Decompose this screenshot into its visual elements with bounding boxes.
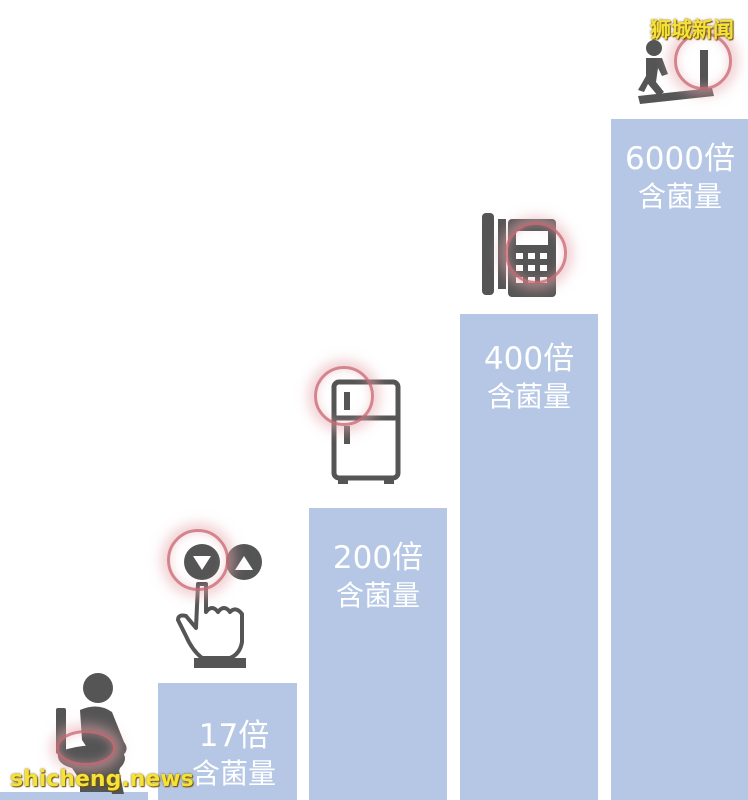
- bar-unit-label: 含菌量: [486, 380, 571, 414]
- highlight-circle-elevator-button: [167, 529, 229, 591]
- bar-treadmill: [611, 119, 748, 800]
- bar-elevator-button: [158, 683, 297, 800]
- bar-label-treadmill: 6000倍 含菌量: [610, 139, 748, 216]
- bar-value-label: 400倍: [483, 341, 575, 377]
- bar-telephone: [460, 314, 598, 800]
- highlight-circle-refrigerator: [314, 366, 374, 426]
- highlight-circle-treadmill: [674, 32, 732, 90]
- bar-unit-label: 含菌量: [637, 180, 722, 214]
- bar-refrigerator: [309, 508, 447, 800]
- bar-toilet: [0, 792, 148, 800]
- bar-unit-label: 含菌量: [191, 757, 276, 791]
- bar-value-label: 6000倍: [625, 141, 735, 177]
- bar-unit-label: 含菌量: [335, 579, 420, 613]
- bar-label-telephone: 400倍 含菌量: [459, 339, 599, 416]
- bar-label-elevator-button: 17倍 含菌量: [164, 716, 304, 793]
- highlight-circle-telephone: [505, 222, 567, 284]
- bar-value-label: 17倍: [198, 718, 270, 754]
- watermark-bottom: shicheng.news: [10, 767, 194, 792]
- bar-label-refrigerator: 200倍 含菌量: [308, 538, 448, 615]
- bar-value-label: 200倍: [332, 540, 424, 576]
- watermark-top: 狮城新闻: [650, 18, 734, 42]
- highlight-circle-toilet: [56, 730, 116, 766]
